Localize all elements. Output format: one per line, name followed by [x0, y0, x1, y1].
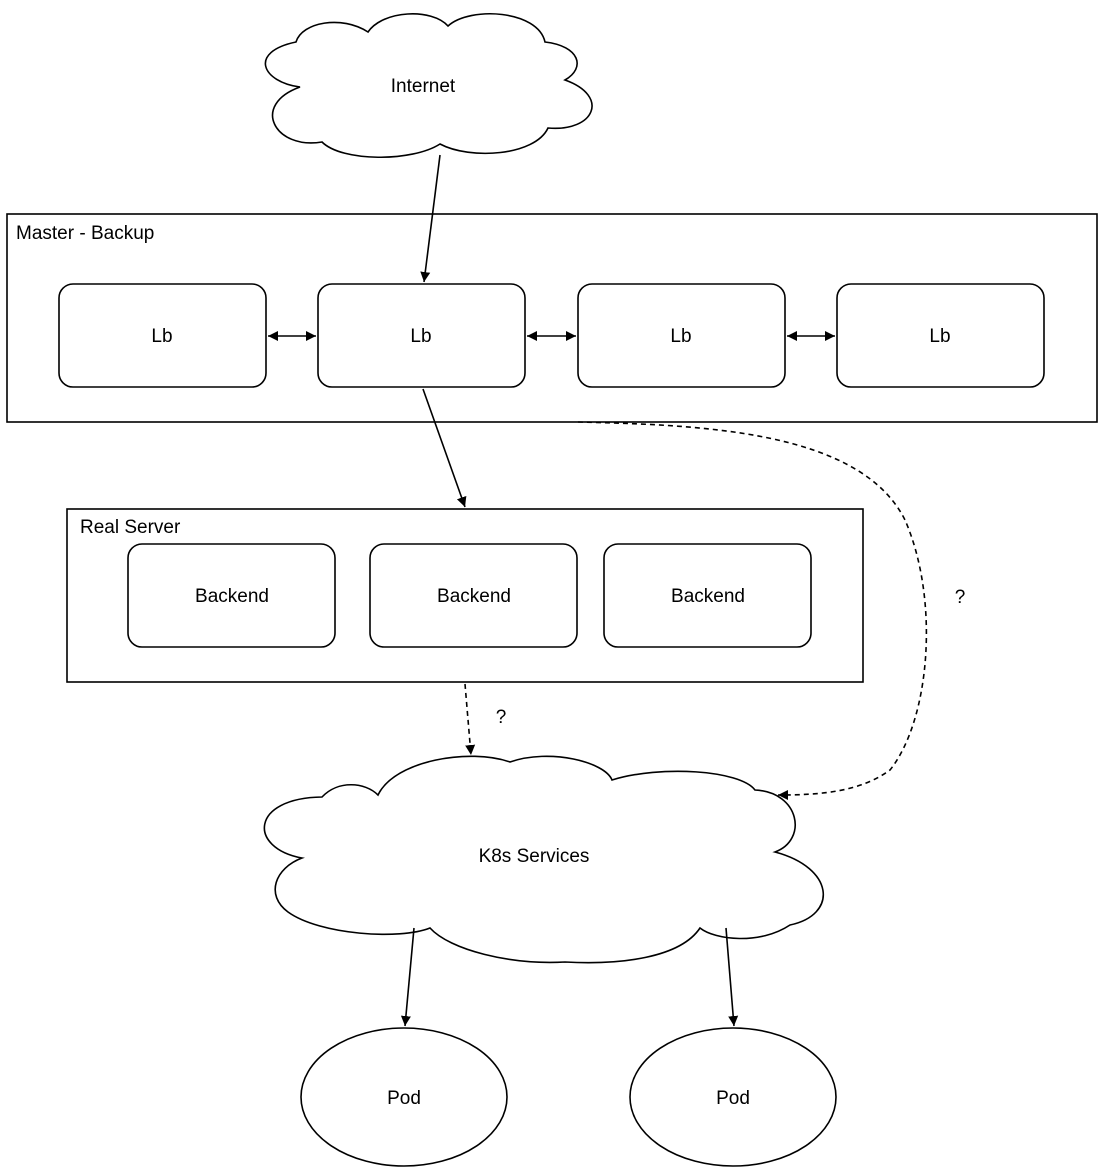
backend-node-2: Backend: [369, 543, 578, 648]
lb-node-2: Lb: [317, 283, 526, 388]
lb-node-label: Lb: [410, 326, 431, 347]
master-backup-frame: [6, 213, 1098, 423]
backend-node-label: Backend: [437, 586, 511, 607]
k8s-services-cloud: K8s Services: [263, 755, 825, 964]
lb-node-3: Lb: [577, 283, 786, 388]
lb-node-1: Lb: [58, 283, 267, 388]
pod-node-1: Pod: [300, 1027, 508, 1167]
real-server-group: Real Server Backend Backend Backend: [66, 508, 864, 683]
internet-cloud: Internet: [264, 12, 593, 159]
backend-node-label: Backend: [195, 586, 269, 607]
dashed-arrow-lb-to-k8s: [577, 421, 928, 800]
lb-node-label: Lb: [670, 326, 691, 347]
dashed-arrow-real-server-to-k8s: [464, 683, 476, 756]
k8s-cloud-shape: [263, 755, 825, 964]
lb-node-4: Lb: [836, 283, 1045, 388]
master-backup-title: Master - Backup: [16, 223, 154, 244]
backend-node-3: Backend: [603, 543, 812, 648]
arrow-k8s-to-pod-1: [400, 927, 415, 1027]
backend-node-1: Backend: [127, 543, 336, 648]
lb-node-label: Lb: [929, 326, 950, 347]
pod-node-2: Pod: [629, 1027, 837, 1167]
backend-node-label: Backend: [671, 586, 745, 607]
k8s-services-label: K8s Services: [479, 846, 590, 867]
master-backup-group: Master - Backup Lb Lb Lb Lb: [6, 213, 1098, 423]
real-server-title: Real Server: [80, 517, 181, 538]
arrow-k8s-to-pod-2: [725, 927, 739, 1027]
internet-label: Internet: [391, 76, 456, 97]
arrow-internet-to-lb: [420, 154, 441, 283]
arrow-lb-to-real-server: [422, 388, 467, 508]
internet-cloud-shape: [264, 12, 593, 159]
question-mark-middle: ?: [496, 707, 507, 728]
pod-label: Pod: [716, 1088, 750, 1109]
real-server-frame: [66, 508, 864, 683]
question-mark-right: ?: [955, 587, 966, 608]
lb-node-label: Lb: [151, 326, 172, 347]
pod-label: Pod: [387, 1088, 421, 1109]
